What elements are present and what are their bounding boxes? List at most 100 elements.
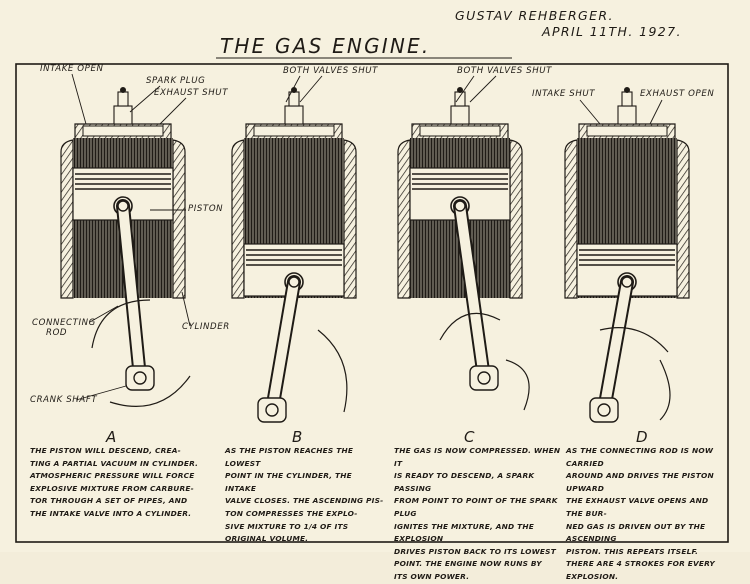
spark-plug-terminal — [291, 87, 297, 93]
caption-line: TING A PARTIAL VACUUM IN CYLINDER. — [30, 458, 199, 468]
crank-pin — [265, 403, 279, 417]
head-chamber — [82, 125, 164, 137]
connecting-rod — [267, 277, 299, 415]
label-both-valves-shut-c: BOTH VALVES SHUT — [457, 66, 552, 76]
label-intake-shut: INTAKE SHUT — [532, 89, 596, 99]
crank-pin — [477, 371, 491, 385]
stage-a-letter: A — [106, 428, 117, 446]
engine-a — [60, 87, 191, 407]
head-chamber — [419, 125, 501, 137]
stage-d-caption: AS THE CONNECTING ROD IS NOW CARRIED ARO… — [566, 445, 724, 584]
caption-line: AS THE CONNECTING ROD IS NOW CARRIED — [566, 446, 714, 468]
cylinder-wall-left — [564, 139, 578, 299]
leader-line — [285, 75, 301, 103]
caption-line: ITS OWN POWER. — [394, 571, 470, 581]
cylinder-wall-right — [343, 139, 357, 299]
leader-line — [469, 75, 497, 103]
leader-line — [181, 291, 191, 327]
caption-line: THE PISTON WILL DESCEND, CREA- — [30, 446, 181, 455]
stage-b-letter: B — [292, 428, 303, 446]
spark-plug-terminal — [624, 87, 630, 93]
author-name: GUSTAV REHBERGER. — [455, 8, 614, 23]
crank-pin — [133, 371, 147, 385]
caption-line: IS READY TO DESCEND, A SPARK PASSING — [394, 471, 535, 493]
drawing-sheet: GUSTAV REHBERGER. APRIL 11TH. 1927. THE … — [15, 8, 729, 581]
label-connecting-rod: CONNECTING ROD — [32, 318, 96, 338]
engine-d — [564, 87, 690, 423]
wrist-pin-center — [621, 276, 633, 288]
spark-plug-insulator — [454, 91, 466, 107]
caption-line: AROUND AND DRIVES THE PISTON UPWARD — [566, 471, 714, 493]
leader-line — [75, 385, 127, 401]
caption-line: IGNITES THE MIXTURE, AND THE EXPLOSION — [394, 521, 535, 544]
spark-plug-insulator — [621, 91, 633, 107]
caption-line: NED GAS IS DRIVEN OUT BY THE ASCENDING — [566, 521, 706, 544]
label-piston: PISTON — [188, 204, 224, 214]
head-chamber — [253, 125, 335, 137]
caption-line: TON COMPRESSES THE EXPLO- — [225, 508, 358, 518]
caption-line: PISTON. THIS REPEATS ITSELF. — [566, 546, 699, 556]
rotation-arrow — [317, 329, 348, 413]
label-rod: ROD — [46, 328, 68, 338]
caption-line: ATMOSPHERIC PRESSURE WILL FORCE — [30, 471, 195, 481]
stage-b-caption: AS THE PISTON REACHES THE LOWEST POINT I… — [225, 445, 385, 546]
label-exhaust-shut: EXHAUST SHUT — [154, 88, 229, 98]
caption-line: EXPLOSIVE MIXTURE FROM CARBURE- — [30, 483, 194, 493]
caption-line: FROM POINT TO POINT OF THE SPARK PLUG — [394, 496, 558, 518]
caption-line: SIVE MIXTURE TO 1/4 OF ITS — [225, 521, 349, 531]
stage-c-letter: C — [464, 428, 475, 446]
caption-line: ORIGINAL VOLUME. — [225, 534, 309, 544]
engine-c — [397, 87, 530, 411]
leader-line — [579, 99, 601, 125]
label-cylinder: CYLINDER — [182, 322, 230, 332]
connecting-rod — [118, 201, 145, 383]
piston — [409, 167, 511, 221]
caption-line: TOR THROUGH A SET OF PIPES, AND — [30, 496, 188, 506]
wrist-pin-center — [288, 276, 300, 288]
label-both-valves-shut-b: BOTH VALVES SHUT — [283, 66, 378, 76]
label-intake-open: INTAKE OPEN — [40, 64, 104, 74]
stage-c-caption: THE GAS IS NOW COMPRESSED. WHEN IT IS RE… — [394, 445, 562, 584]
frame-border — [15, 63, 729, 543]
cylinder-wall-left — [231, 139, 245, 299]
engine-b — [231, 87, 357, 423]
caption-line: THERE ARE 4 STROKES FOR EVERY — [566, 559, 715, 569]
head-chamber — [586, 125, 668, 137]
spark-plug-terminal — [120, 87, 126, 93]
spark-plug-body — [113, 105, 133, 125]
leader-line — [129, 85, 161, 113]
author-block: GUSTAV REHBERGER. APRIL 11TH. 1927. — [455, 8, 682, 40]
leader-line — [299, 75, 323, 103]
wrist-pin-center — [454, 200, 466, 212]
spark-plug-insulator — [117, 91, 129, 107]
author-date: APRIL 11TH. 1927. — [542, 24, 682, 39]
leader-line — [89, 305, 119, 323]
spark-plug-body — [450, 105, 470, 125]
caption-line: THE EXHAUST VALVE OPENS AND THE BUR- — [566, 496, 709, 518]
spark-plug-terminal — [457, 87, 463, 93]
cylinder-wall-right — [172, 139, 186, 299]
rotation-arrow — [439, 312, 530, 411]
spark-plug-body — [284, 105, 304, 125]
leader-line — [159, 97, 187, 125]
caption-line: THE GAS IS NOW COMPRESSED. WHEN IT — [394, 446, 561, 468]
caption-line: POINT IN THE CYLINDER, THE INTAKE — [225, 471, 352, 493]
caption-line: DRIVES PISTON BACK TO ITS LOWEST — [394, 546, 556, 556]
cylinder-wall-left — [60, 139, 74, 299]
cylinder-wall-right — [509, 139, 523, 299]
spark-plug-body — [617, 105, 637, 125]
leader-line — [649, 99, 663, 125]
caption-line: VALVE CLOSES. THE ASCENDING PIS- — [225, 496, 384, 506]
label-connecting: CONNECTING — [32, 318, 96, 328]
leader-line — [455, 75, 475, 103]
stage-a-caption: THE PISTON WILL DESCEND, CREA- TING A PA… — [30, 445, 215, 521]
crank-pin — [597, 403, 611, 417]
caption-line: EXPLOSION. — [566, 571, 619, 581]
caption-line: THE INTAKE VALVE INTO A CYLINDER. — [30, 508, 192, 518]
caption-line: POINT. THE ENGINE NOW RUNS BY — [394, 559, 542, 569]
stage-d-letter: D — [636, 428, 648, 446]
rotation-arrow — [91, 299, 191, 407]
rotation-arrow — [599, 327, 671, 421]
wrist-pin-center — [117, 200, 129, 212]
leader-line — [71, 73, 87, 125]
